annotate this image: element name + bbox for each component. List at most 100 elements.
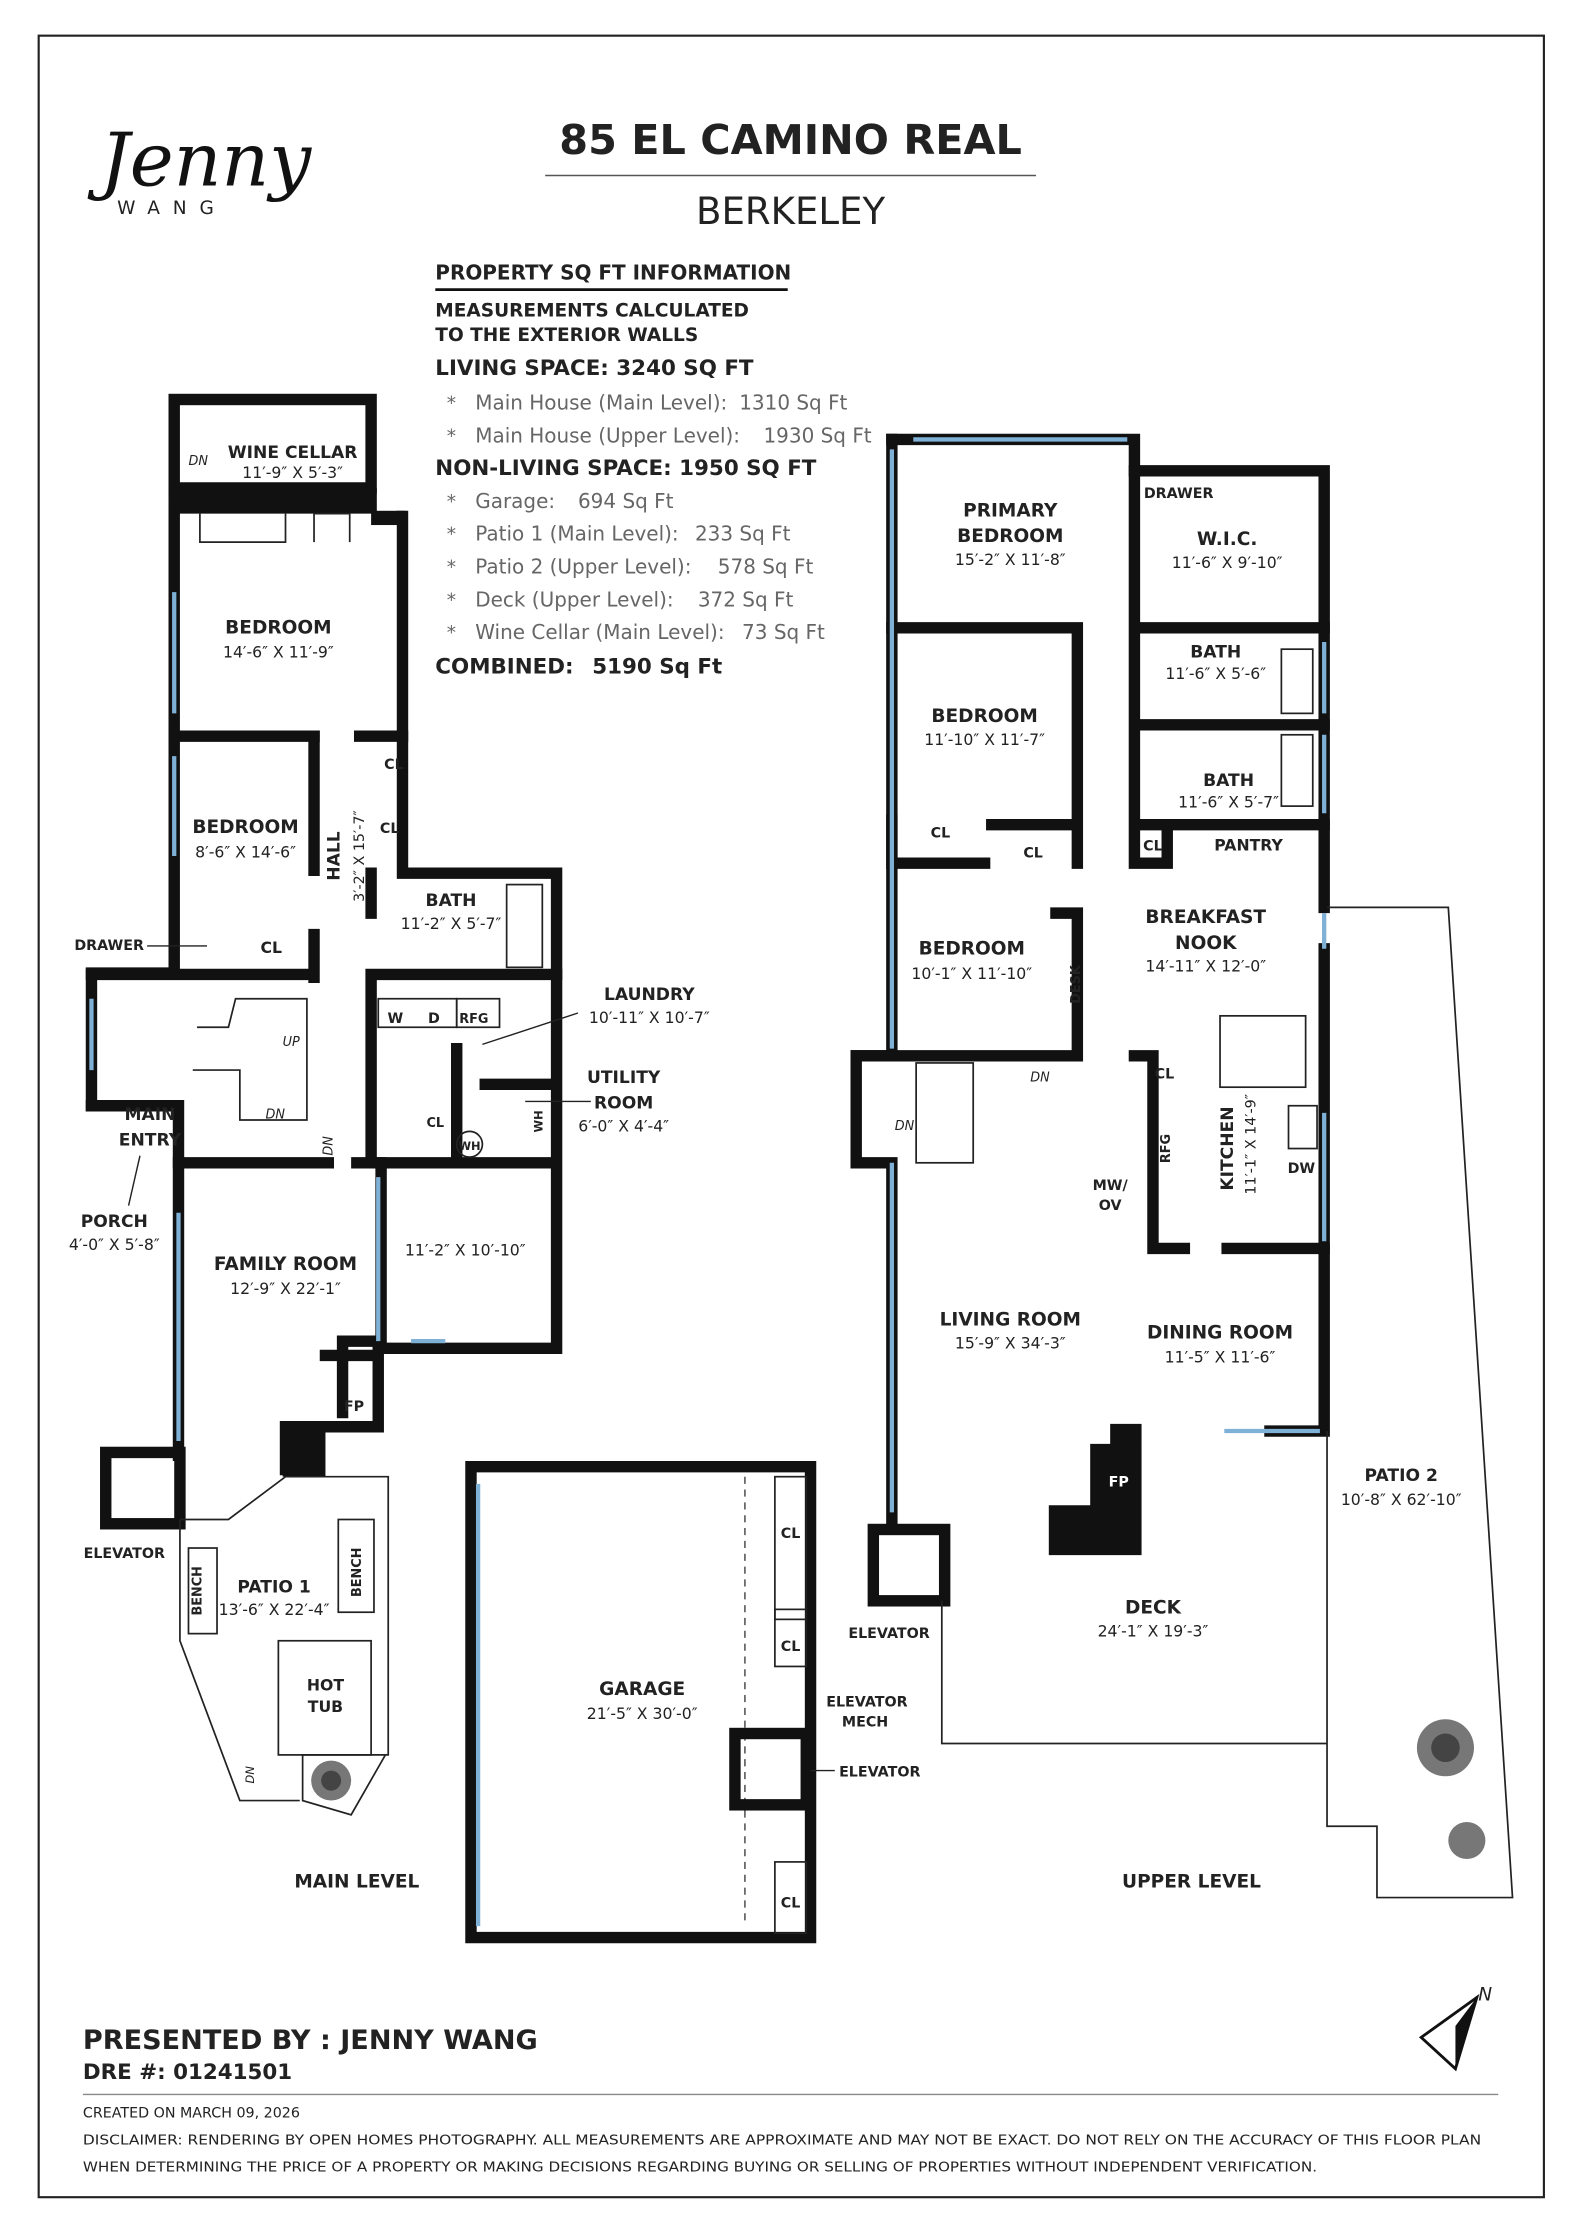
washer-label: W bbox=[388, 1011, 404, 1027]
north-arrow-icon: N bbox=[1418, 1984, 1492, 2072]
microwave-oven-label: OV bbox=[1099, 1198, 1122, 1214]
room-dim: 6′-0″ X 4′-4″ bbox=[578, 1116, 669, 1135]
sqft-item-label: Deck (Upper Level): bbox=[475, 587, 673, 611]
closet-label: CL bbox=[931, 826, 951, 842]
main-level-labels: WINE CELLAR 11′-9″ X 5′-3″ DN BEDROOM 14… bbox=[69, 443, 710, 1893]
closet-label: CL bbox=[384, 757, 404, 773]
room-dim: 10′-1″ X 11′-10″ bbox=[911, 964, 1032, 983]
bullet: * bbox=[447, 590, 456, 611]
room-dim: 14′-6″ X 11′-9″ bbox=[223, 643, 334, 662]
room-name: DINING ROOM bbox=[1147, 1322, 1293, 1343]
presented-by: PRESENTED BY : JENNY WANG bbox=[83, 2025, 538, 2056]
room-name: BEDROOM bbox=[931, 706, 1037, 727]
garage-plan: GARAGE 21′-5″ X 30′-0″ CL CL CL ELEVATOR… bbox=[465, 1460, 920, 1944]
footer: PRESENTED BY : JENNY WANG DRE #: 0124150… bbox=[82, 2025, 1499, 2176]
closet-label: CL bbox=[1143, 838, 1163, 854]
upper-level-title: UPPER LEVEL bbox=[1122, 1872, 1261, 1893]
bench-label: BENCH bbox=[350, 1548, 365, 1597]
elevator-label: ELEVATOR bbox=[839, 1764, 920, 1780]
bench-label: BENCH bbox=[190, 1566, 205, 1615]
sqft-item-value: 694 Sq Ft bbox=[578, 489, 674, 513]
elevator-mech-label: ELEVATOR bbox=[826, 1694, 907, 1710]
room-name: W.I.C. bbox=[1197, 529, 1258, 550]
elevator-label: ELEVATOR bbox=[848, 1626, 929, 1642]
microwave-oven-label: MW/ bbox=[1093, 1178, 1129, 1194]
hot-tub-label: TUB bbox=[308, 1697, 343, 1716]
plant-icon bbox=[1416, 1719, 1486, 1860]
room-dim: 4′-0″ X 5′-8″ bbox=[69, 1235, 160, 1254]
room-name: BREAKFAST bbox=[1145, 907, 1266, 928]
disclaimer: DISCLAIMER: RENDERING BY OPEN HOMES PHOT… bbox=[83, 2132, 1481, 2148]
room-dim: 13′-6″ X 22′-4″ bbox=[219, 1600, 330, 1619]
water-heater-label: WH bbox=[531, 1110, 545, 1132]
closet-label: CL bbox=[781, 1896, 801, 1912]
closet-label: CL bbox=[1155, 1067, 1175, 1083]
combined-label: COMBINED: bbox=[435, 654, 573, 679]
hot-tub-label: HOT bbox=[307, 1676, 344, 1695]
room-dim: 12′-9″ X 22′-1″ bbox=[230, 1279, 341, 1298]
elevator-mech-label: MECH bbox=[842, 1714, 888, 1730]
room-name: MAIN bbox=[124, 1105, 175, 1125]
room-name: ROOM bbox=[594, 1094, 653, 1114]
room-dim: 11′-9″ X 5′-3″ bbox=[242, 463, 343, 482]
sqft-item-value: 1930 Sq Ft bbox=[763, 423, 871, 447]
fireplace-label: FP bbox=[1109, 1475, 1129, 1491]
room-name: BATH bbox=[1190, 643, 1241, 663]
room-name: BATH bbox=[426, 891, 477, 911]
main-level-plan bbox=[85, 393, 563, 1816]
sqft-note: TO THE EXTERIOR WALLS bbox=[435, 325, 698, 346]
sqft-item-label: Wine Cellar (Main Level): bbox=[475, 620, 724, 644]
room-dim: 11′-2″ X 10′-10″ bbox=[405, 1241, 526, 1260]
drawer-label: DRAWER bbox=[1144, 486, 1214, 502]
created-date: CREATED ON MARCH 09, 2026 bbox=[83, 2105, 300, 2121]
closet-label: CL bbox=[260, 938, 282, 957]
fridge-label: RFG bbox=[1159, 1134, 1174, 1163]
room-dim: 14′-11″ X 12′-0″ bbox=[1145, 957, 1266, 976]
dryer-label: D bbox=[428, 1011, 440, 1027]
room-dim: 10′-11″ X 10′-7″ bbox=[589, 1008, 710, 1027]
logo: Jenny WANG bbox=[87, 117, 312, 219]
closet-label: CL bbox=[781, 1639, 801, 1655]
sqft-info: PROPERTY SQ FT INFORMATION MEASUREMENTS … bbox=[435, 261, 872, 679]
sqft-note: MEASUREMENTS CALCULATED bbox=[435, 301, 749, 322]
combined-value: 5190 Sq Ft bbox=[592, 654, 722, 679]
room-dim: 11′-6″ X 5′-7″ bbox=[1178, 793, 1279, 812]
room-name: PATIO 1 bbox=[237, 1577, 310, 1597]
dre-number: DRE #: 01241501 bbox=[83, 2060, 292, 2085]
room-name: LIVING ROOM bbox=[940, 1309, 1081, 1330]
room-name: ENTRY bbox=[119, 1131, 182, 1151]
water-heater-label: WH bbox=[458, 1139, 480, 1153]
room-name: FAMILY ROOM bbox=[214, 1254, 357, 1275]
room-name: KITCHEN bbox=[1218, 1106, 1238, 1190]
stair-dn: DN bbox=[243, 1766, 257, 1784]
room-dim: 11′-6″ X 9′-10″ bbox=[1172, 553, 1283, 572]
room-dim: 10′-8″ X 62′-10″ bbox=[1341, 1490, 1462, 1509]
closet-label: CL bbox=[427, 1116, 445, 1131]
fireplace-label: FP bbox=[344, 1399, 364, 1415]
room-name: NOOK bbox=[1175, 933, 1237, 954]
pantry-label: PANTRY bbox=[1214, 835, 1283, 854]
room-dim: 15′-2″ X 11′-8″ bbox=[955, 550, 1066, 569]
sqft-item-label: Main House (Upper Level): bbox=[475, 423, 740, 447]
room-dim: 8′-6″ X 14′-6″ bbox=[195, 842, 296, 861]
sqft-item-label: Patio 2 (Upper Level): bbox=[475, 555, 691, 579]
nonliving-space-total: NON-LIVING SPACE: 1950 SQ FT bbox=[435, 456, 816, 481]
main-level-title: MAIN LEVEL bbox=[294, 1872, 419, 1893]
desk-label: DESK bbox=[1069, 964, 1084, 1004]
logo-script: Jenny bbox=[87, 117, 312, 203]
stair-dn: DN bbox=[266, 1108, 286, 1123]
dishwasher-label: DW bbox=[1288, 1161, 1316, 1177]
stair-dn: DN bbox=[1030, 1070, 1050, 1085]
room-name: GARAGE bbox=[599, 1679, 685, 1700]
room-dim: 11′-2″ X 5′-7″ bbox=[401, 914, 502, 933]
room-name: DECK bbox=[1125, 1598, 1182, 1619]
sqft-item-value: 73 Sq Ft bbox=[742, 620, 825, 644]
bullet: * bbox=[447, 525, 456, 546]
sqft-item-value: 233 Sq Ft bbox=[695, 522, 791, 546]
disclaimer: WHEN DETERMINING THE PRICE OF A PROPERTY… bbox=[83, 2160, 1317, 2176]
room-dim: 11′-1″ X 14′-9″ bbox=[1244, 1094, 1260, 1195]
stair-dn: DN bbox=[188, 454, 208, 469]
room-dim: 15′-9″ X 34′-3″ bbox=[955, 1333, 1066, 1352]
city-title: BERKELEY bbox=[696, 190, 885, 233]
